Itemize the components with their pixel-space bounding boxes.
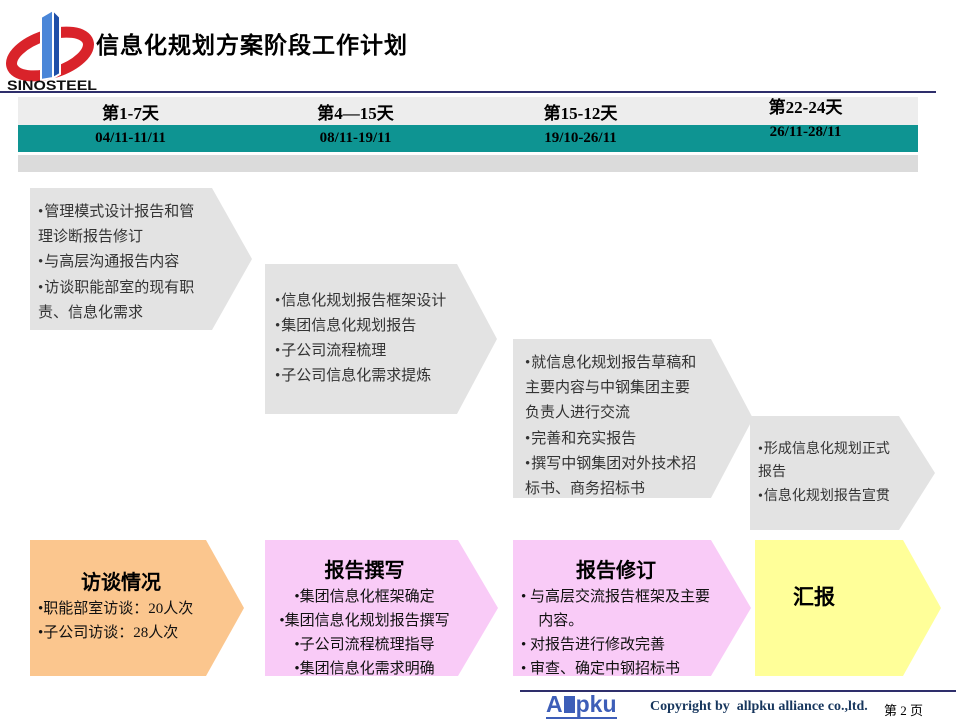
header-divider	[0, 91, 936, 93]
phase-chevron-report-revision: 报告修订 与高层交流报告框架及主要内容。 对报告进行修改完善 审查、确定中钢招标…	[513, 540, 751, 676]
copyright-text: Copyright by allpku alliance co.,ltd.	[650, 699, 868, 714]
task-chevron-4: 形成信息化规划正式报告 信息化规划报告宣贯	[750, 416, 935, 530]
timeline-label-4: 第22-24天	[768, 97, 843, 117]
phase-item: 集团信息化规划报告撰写	[269, 609, 460, 633]
phase-title: 汇报	[793, 585, 835, 609]
allpku-logo-block-icon	[563, 696, 575, 713]
phase-list: 集团信息化框架确定 集团信息化规划报告撰写 子公司流程梳理指导 集团信息化需求明…	[269, 585, 460, 681]
timeline-label-3: 第15-12天	[543, 103, 618, 123]
phase-title: 报告修订	[576, 560, 656, 582]
task-item: 访谈职能部室的现有职责、信息化需求	[38, 276, 204, 326]
timeline-label-1: 第1-7天	[102, 103, 159, 123]
phase-item: 审查、确定中钢招标书	[521, 657, 711, 681]
timeline-date-4: 26/11-28/11	[769, 124, 842, 140]
task-item: 集团信息化规划报告	[275, 314, 455, 339]
task-item: 完善和充实报告	[525, 427, 699, 452]
sinosteel-brand-text: SINOSTEEL	[7, 77, 97, 92]
page-number: 第 2 页	[884, 703, 924, 718]
task-chevron-1: 管理模式设计报告和管理诊断报告修订 与高层沟通报告内容 访谈职能部室的现有职责、…	[30, 188, 252, 330]
phase-chevron-report-writing: 报告撰写 集团信息化框架确定 集团信息化规划报告撰写 子公司流程梳理指导 集团信…	[265, 540, 498, 676]
timeline-label-2: 第4—15天	[317, 103, 394, 123]
phase-title: 报告撰写	[324, 560, 405, 582]
task-list-3: 就信息化规划报告草稿和主要内容与中钢集团主要负责人进行交流 完善和充实报告 撰写…	[525, 351, 699, 502]
task-item: 信息化规划报告宣贯	[758, 485, 895, 509]
sinosteel-logo-icon: SINOSTEEL	[6, 4, 102, 93]
page-title: 信息化规划方案阶段工作计划	[96, 32, 408, 58]
phase-item: 与高层交流报告框架及主要内容。	[521, 585, 711, 633]
task-list-1: 管理模式设计报告和管理诊断报告修订 与高层沟通报告内容 访谈职能部室的现有职责、…	[38, 200, 204, 326]
task-item: 就信息化规划报告草稿和主要内容与中钢集团主要负责人进行交流	[525, 351, 699, 427]
phase-item: 集团信息化框架确定	[269, 585, 460, 609]
task-list-4: 形成信息化规划正式报告 信息化规划报告宣贯	[758, 438, 895, 509]
phase-item: 集团信息化需求明确	[269, 657, 460, 681]
allpku-logo-a: A	[546, 691, 563, 717]
phase-title: 访谈情况	[81, 572, 161, 594]
phase-item: 子公司访谈：28人次	[38, 621, 204, 645]
timeline-date-3: 19/10-26/11	[544, 130, 617, 146]
task-item: 管理模式设计报告和管理诊断报告修订	[38, 200, 204, 250]
timeline-date-2: 08/11-19/11	[319, 130, 392, 146]
task-item: 与高层沟通报告内容	[38, 250, 204, 275]
phase-item: 子公司流程梳理指导	[269, 633, 460, 657]
task-chevron-3: 就信息化规划报告草稿和主要内容与中钢集团主要负责人进行交流 完善和充实报告 撰写…	[513, 339, 753, 498]
phase-chevron-presentation: 汇报	[755, 540, 941, 676]
task-item: 子公司流程梳理	[275, 339, 455, 364]
task-item: 子公司信息化需求提炼	[275, 364, 455, 389]
phase-list: 与高层交流报告框架及主要内容。 对报告进行修改完善 审查、确定中钢招标书	[521, 585, 711, 681]
allpku-logo-rest: pku	[575, 691, 617, 717]
phase-item: 职能部室访谈：20人次	[38, 597, 204, 621]
timeline-label-row: 第1-7天 第4—15天 第15-12天 第22-24天	[18, 97, 918, 125]
phase-item: 对报告进行修改完善	[521, 633, 711, 657]
footer-divider	[520, 690, 956, 692]
timeline-tail-band	[18, 155, 918, 172]
phase-chevron-interviews: 访谈情况 职能部室访谈：20人次 子公司访谈：28人次	[30, 540, 244, 676]
timeline-date-row: 04/11-11/11 08/11-19/11 19/10-26/11 26/1…	[18, 124, 918, 152]
timeline-date-1: 04/11-11/11	[95, 130, 166, 146]
task-item: 形成信息化规划正式报告	[758, 438, 895, 485]
task-item: 撰写中钢集团对外技术招标书、商务招标书	[525, 452, 699, 502]
task-item: 信息化规划报告框架设计	[275, 289, 455, 314]
task-list-2: 信息化规划报告框架设计 集团信息化规划报告 子公司流程梳理 子公司信息化需求提炼	[275, 289, 455, 390]
phase-list: 职能部室访谈：20人次 子公司访谈：28人次	[38, 597, 204, 645]
task-chevron-2: 信息化规划报告框架设计 集团信息化规划报告 子公司流程梳理 子公司信息化需求提炼	[265, 264, 497, 414]
